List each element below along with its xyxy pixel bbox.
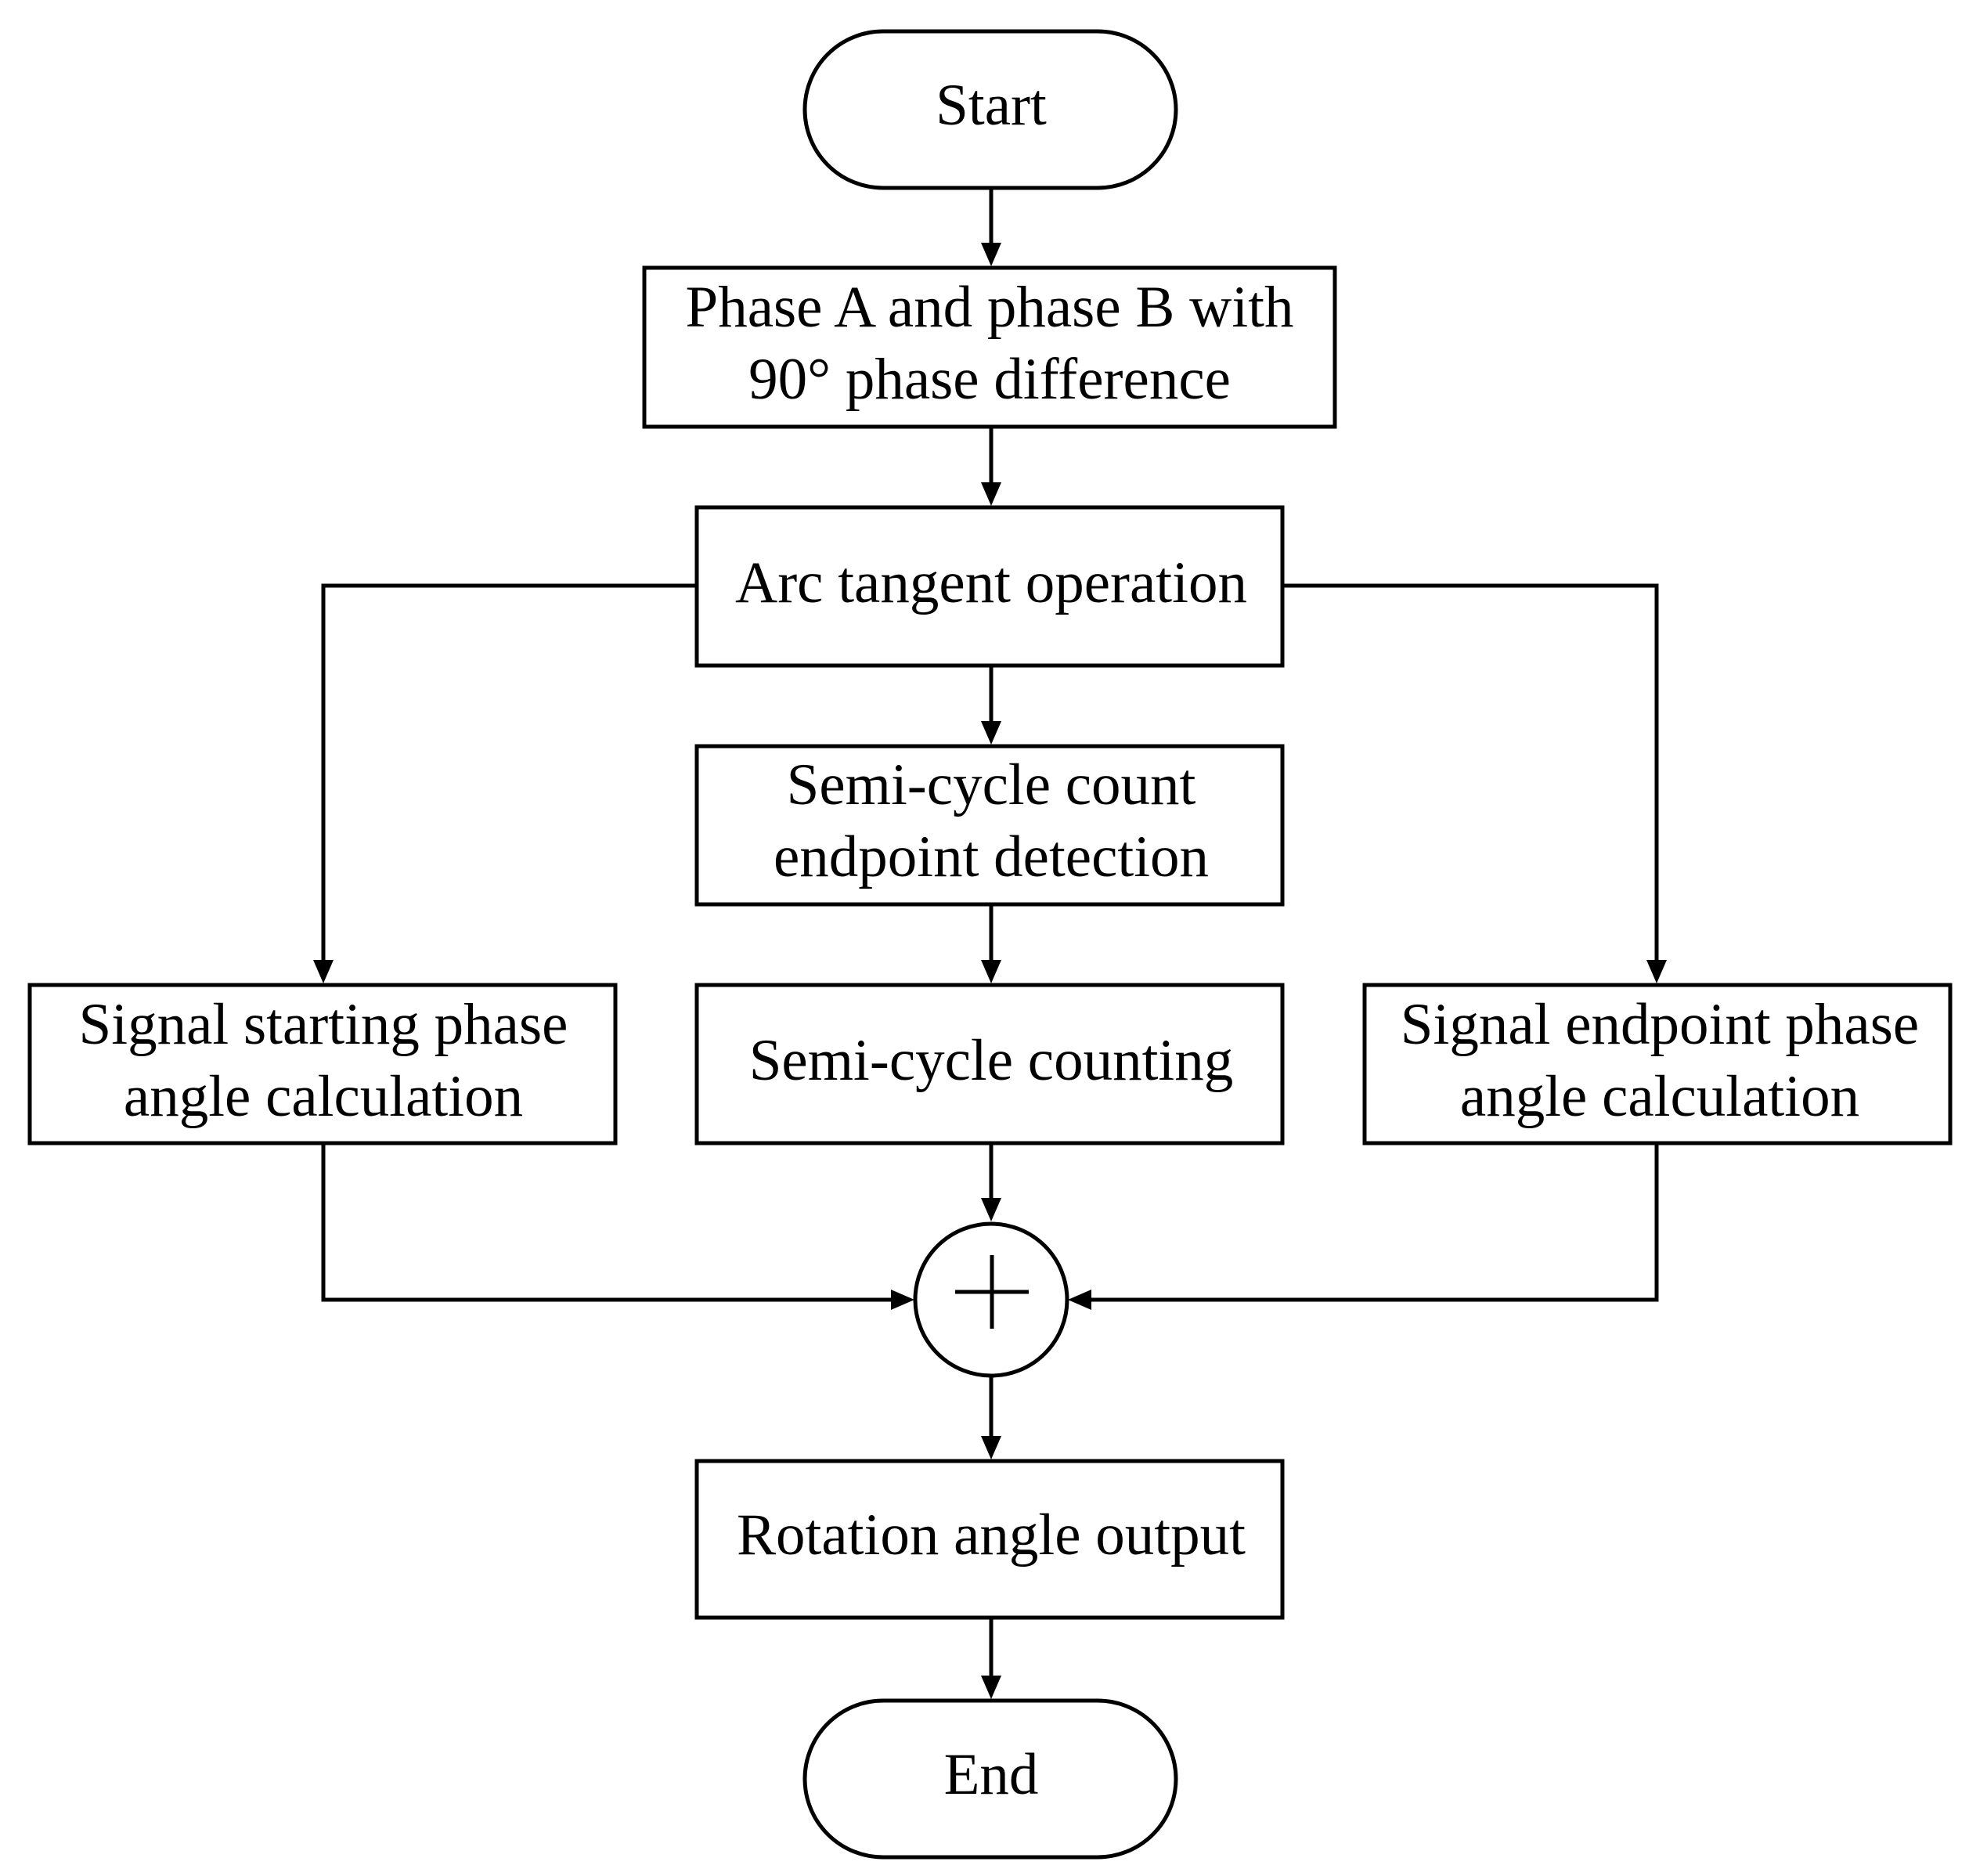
endpoint-detection-line-1: Semi-cycle count: [787, 752, 1196, 817]
output-box: Rotation angle output: [694, 1459, 1285, 1620]
arrowhead-phase: [981, 243, 1001, 266]
arrowhead-sum-left: [891, 1290, 914, 1310]
end-phase-calc-line-1: Signal endpoint phase: [1401, 992, 1919, 1057]
end-phase-calc-box: Signal endpoint phase angle calculation: [1362, 983, 1953, 1145]
output-label: Rotation angle output: [737, 1503, 1246, 1568]
end-label: End: [944, 1742, 1039, 1807]
arrowhead-detection: [981, 721, 1001, 745]
arrowhead-arctan: [981, 482, 1001, 506]
connector-start-phase-to-sum: [321, 1143, 891, 1302]
start-phase-calc-line-2: angle calculation: [124, 1064, 523, 1129]
summing-junction: [913, 1221, 1069, 1378]
arrowhead-sum-top: [981, 1198, 1001, 1221]
endpoint-detection-box: Semi-cycle count endpoint detection: [694, 744, 1285, 907]
phase-input-box: Phase A and phase B with 90° phase diffe…: [642, 265, 1337, 429]
arrowhead-output: [981, 1436, 1001, 1459]
phase-input-line-2: 90° phase difference: [748, 347, 1231, 412]
arrowhead-start-phase: [313, 960, 334, 983]
arctan-label: Arc tangent operation: [735, 550, 1247, 615]
endpoint-detection-line-2: endpoint detection: [774, 824, 1209, 889]
start-terminal: Start: [802, 29, 1178, 190]
phase-input-line-1: Phase A and phase B with: [685, 275, 1293, 340]
connectors: [313, 188, 1667, 1699]
start-label: Start: [936, 73, 1047, 138]
start-phase-calc-line-1: Signal starting phase: [79, 992, 568, 1057]
arrowhead-sum-right: [1068, 1290, 1091, 1310]
start-phase-calc-box: Signal starting phase angle calculation: [27, 983, 618, 1145]
end-terminal: End: [802, 1698, 1178, 1860]
connector-arctan-to-start-phase: [321, 583, 697, 960]
arctan-box: Arc tangent operation: [694, 505, 1285, 668]
counting-box: Semi-cycle counting: [694, 983, 1285, 1145]
connector-end-phase-to-sum: [1091, 1143, 1659, 1302]
connector-arctan-to-end-phase: [1282, 583, 1659, 960]
counting-label: Semi-cycle counting: [749, 1028, 1234, 1093]
end-phase-calc-line-2: angle calculation: [1460, 1064, 1859, 1129]
arrowhead-end: [981, 1676, 1001, 1699]
arrowhead-end-phase: [1646, 960, 1667, 983]
arrowhead-counting: [981, 960, 1001, 983]
